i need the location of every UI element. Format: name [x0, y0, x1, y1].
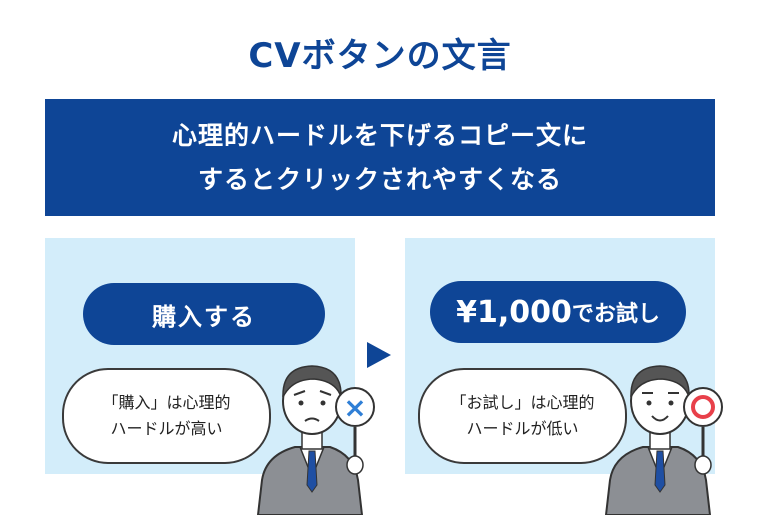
- cross-sign-icon: ×: [343, 391, 366, 424]
- trial-price: ¥1,000: [456, 294, 572, 330]
- banner-line-1: 心理的ハードルを下げるコピー文に: [171, 120, 588, 150]
- speech-bubble-left-line-1: 「購入」は心理的: [102, 393, 231, 412]
- page-title: CVボタンの文言: [248, 36, 512, 76]
- sign-board: [335, 387, 375, 427]
- frown-mouth: [304, 417, 320, 422]
- speech-bubble-right-line-2: ハードルが低い: [466, 419, 579, 438]
- banner-line-2: するとクリックされやすくなる: [197, 164, 562, 194]
- hand: [346, 455, 364, 475]
- purchase-button[interactable]: 購入する: [83, 283, 325, 345]
- smile-mouth: [651, 415, 669, 422]
- speech-bubble-left-line-2: ハードルが高い: [110, 419, 223, 438]
- worried-man-illustration: ×: [256, 365, 375, 515]
- smiling-man-illustration: [604, 365, 723, 515]
- eye-left: [298, 400, 304, 406]
- tie: [654, 450, 666, 493]
- arrow-right-icon: [367, 342, 391, 368]
- speech-bubble-right-line-1: 「お試し」は心理的: [450, 393, 595, 412]
- eye-right: [668, 400, 674, 406]
- tie: [306, 450, 318, 493]
- speech-bubble-right: 「お試し」は心理的 ハードルが低い: [418, 368, 627, 464]
- worried-brow-left: [293, 390, 306, 396]
- trial-suffix: でお試し: [571, 302, 660, 327]
- eye-left: [646, 400, 652, 406]
- worried-brow-right: [319, 390, 332, 396]
- hand: [694, 455, 712, 475]
- headline-banner: 心理的ハードルを下げるコピー文に するとクリックされやすくなる: [45, 99, 715, 216]
- eye-right: [320, 400, 326, 406]
- speech-bubble-left: 「購入」は心理的 ハードルが高い: [62, 368, 271, 464]
- circle-sign-icon: [691, 395, 715, 419]
- sign-board: [683, 387, 723, 427]
